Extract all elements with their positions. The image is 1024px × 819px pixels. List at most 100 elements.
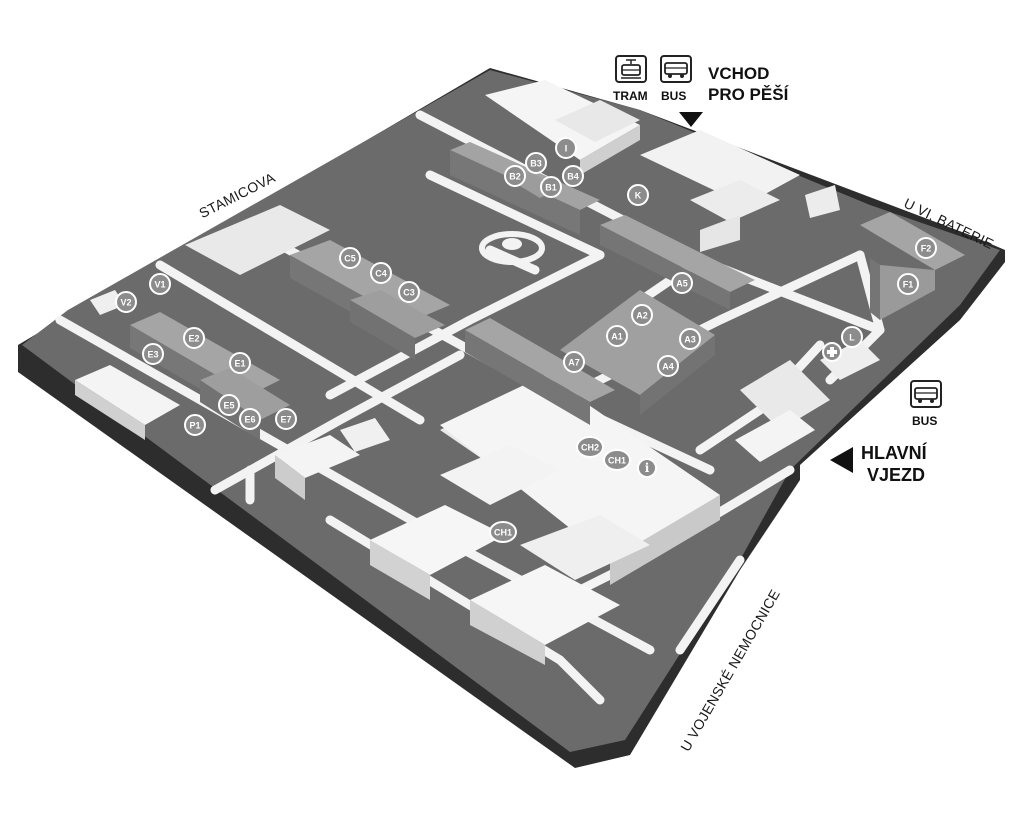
marker-label: L: [849, 333, 855, 343]
roundabout: [479, 231, 545, 265]
marker-label: K: [635, 191, 642, 201]
building-marker[interactable]: V2: [115, 291, 137, 313]
building-marker[interactable]: B2: [504, 165, 526, 187]
marker-circle: [606, 325, 628, 347]
marker-circle: [142, 343, 164, 365]
building-marker[interactable]: P1: [184, 414, 206, 436]
building-marker[interactable]: B4: [562, 165, 584, 187]
marker-label: P1: [189, 421, 200, 431]
building-marker[interactable]: CH2: [576, 436, 604, 458]
marker-label: CH1: [608, 456, 626, 466]
marker-label: A3: [684, 335, 696, 345]
marker-circle: [540, 176, 562, 198]
main-entrance-line2: VJEZD: [867, 465, 926, 485]
roundabout-center: [502, 238, 522, 250]
building-marker[interactable]: V1: [149, 273, 171, 295]
marker-circle: [183, 327, 205, 349]
marker-circle: [603, 449, 631, 471]
marker-label: I: [565, 144, 568, 154]
marker-label: CH1: [494, 528, 512, 538]
marker-circle: [115, 291, 137, 313]
marker-circle: [525, 152, 547, 174]
marker-circle: [239, 408, 261, 430]
marker-circle: [671, 272, 693, 294]
marker-circle: [398, 281, 420, 303]
marker-label: A7: [568, 358, 580, 368]
grey-buildings: [130, 142, 965, 440]
marker-label: C4: [375, 269, 387, 279]
tram-icon: [615, 55, 647, 83]
marker-circle: [679, 328, 701, 350]
marker-label: E2: [188, 334, 199, 344]
marker-circle: [339, 247, 361, 269]
arrow-down-icon: [679, 112, 703, 127]
marker-label: B3: [530, 159, 542, 169]
bus-icon: [660, 55, 692, 83]
arrow-left-icon: [830, 447, 853, 473]
marker-label: C3: [403, 288, 415, 298]
marker-label: B4: [567, 172, 579, 182]
marker-label: C5: [344, 254, 356, 264]
pedestrian-entrance-line2: PRO PĚŠÍ: [708, 85, 789, 104]
bus-label-top: BUS: [661, 89, 687, 103]
marker-label: F2: [921, 244, 932, 254]
building-marker[interactable]: A1: [606, 325, 628, 347]
building-marker[interactable]: E7: [275, 408, 297, 430]
marker-circle: [275, 408, 297, 430]
marker-circle: [149, 273, 171, 295]
marker-label: B2: [509, 172, 521, 182]
building-marker[interactable]: A2: [631, 304, 653, 326]
pedestrian-entrance-line1: VCHOD: [708, 64, 770, 83]
building-marker[interactable]: K: [627, 184, 649, 206]
marker-label: E1: [234, 359, 245, 369]
building-marker[interactable]: I: [555, 137, 577, 159]
marker-circle: [627, 184, 649, 206]
bus-label-right: BUS: [912, 414, 938, 428]
marker-circle: [576, 436, 604, 458]
marker-label: A2: [636, 311, 648, 321]
building-marker[interactable]: E1: [229, 352, 251, 374]
marker-label: E3: [147, 350, 158, 360]
marker-label: E7: [280, 415, 291, 425]
building-marker[interactable]: A3: [679, 328, 701, 350]
marker-label: B1: [545, 183, 557, 193]
white-buildings: [75, 80, 880, 665]
building-marker[interactable]: F2: [915, 237, 937, 259]
building-marker[interactable]: C5: [339, 247, 361, 269]
building-marker[interactable]: CH1: [489, 521, 517, 543]
tram-label: TRAM: [613, 89, 648, 103]
first-aid-icon: [822, 342, 842, 362]
building-marker[interactable]: E6: [239, 408, 261, 430]
building-marker[interactable]: A4: [657, 355, 679, 377]
building-marker[interactable]: E5: [218, 394, 240, 416]
marker-circle: [562, 165, 584, 187]
main-entrance-line1: HLAVNÍ: [861, 443, 927, 463]
marker-circle: [563, 351, 585, 373]
building-marker[interactable]: C3: [398, 281, 420, 303]
marker-circle: [555, 137, 577, 159]
building-marker[interactable]: L: [841, 326, 863, 348]
marker-label: CH2: [581, 443, 599, 453]
marker-circle: [184, 414, 206, 436]
building-marker[interactable]: B3: [525, 152, 547, 174]
marker-label: A1: [611, 332, 623, 342]
marker-circle: [489, 521, 517, 543]
marker-label: E6: [244, 415, 255, 425]
building-marker[interactable]: E3: [142, 343, 164, 365]
marker-circle: [218, 394, 240, 416]
building-marker[interactable]: A7: [563, 351, 585, 373]
marker-label: V1: [154, 280, 165, 290]
building-marker[interactable]: A5: [671, 272, 693, 294]
building-marker[interactable]: E2: [183, 327, 205, 349]
marker-label: A4: [662, 362, 674, 372]
marker-circle: [370, 262, 392, 284]
building-marker[interactable]: C4: [370, 262, 392, 284]
marker-circle: [631, 304, 653, 326]
building-marker[interactable]: B1: [540, 176, 562, 198]
marker-label: E5: [223, 401, 234, 411]
marker-label: A5: [676, 279, 688, 289]
building-marker[interactable]: F1: [897, 273, 919, 295]
building-marker[interactable]: CH1: [603, 449, 631, 471]
